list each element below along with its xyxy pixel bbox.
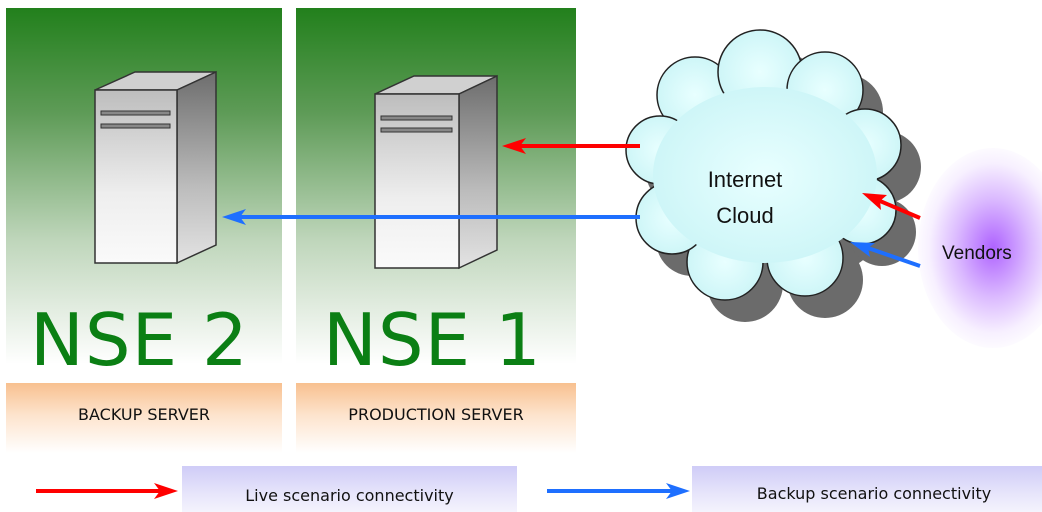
nse1-title: NSE 1 [323,298,542,382]
legend-backup-arrow [547,483,690,499]
nse2-role-box: BACKUP SERVER [6,383,282,453]
nse2-role-label: BACKUP SERVER [78,405,210,424]
nse1-role-label: PRODUCTION SERVER [348,405,524,424]
vendors-glow [918,148,1042,348]
legend-live-label: Live scenario connectivity [245,486,454,505]
legend-live-arrow [36,483,178,499]
backup-arrow-vendors-to-cloud [850,242,921,268]
nse1-role-box: PRODUCTION SERVER [296,383,576,453]
cloud-label: Internet Cloud [650,162,840,234]
live-arrow-cloud-to-nse1 [502,138,640,154]
cloud-label-line1: Internet [707,167,783,192]
nse2-server-icon [94,70,217,265]
legend-backup-label: Backup scenario connectivity [756,484,992,503]
live-arrow-vendors-to-cloud [862,193,921,220]
legend-backup-box: Backup scenario connectivity [692,466,1042,512]
nse1-server-icon [374,74,498,270]
vendors-label: Vendors [942,243,1012,264]
backup-arrow-cloud-to-nse2 [222,209,640,225]
cloud-label-line2: Cloud [716,203,774,228]
nse2-title: NSE 2 [30,298,249,382]
legend-live-box: Live scenario connectivity [182,466,517,512]
